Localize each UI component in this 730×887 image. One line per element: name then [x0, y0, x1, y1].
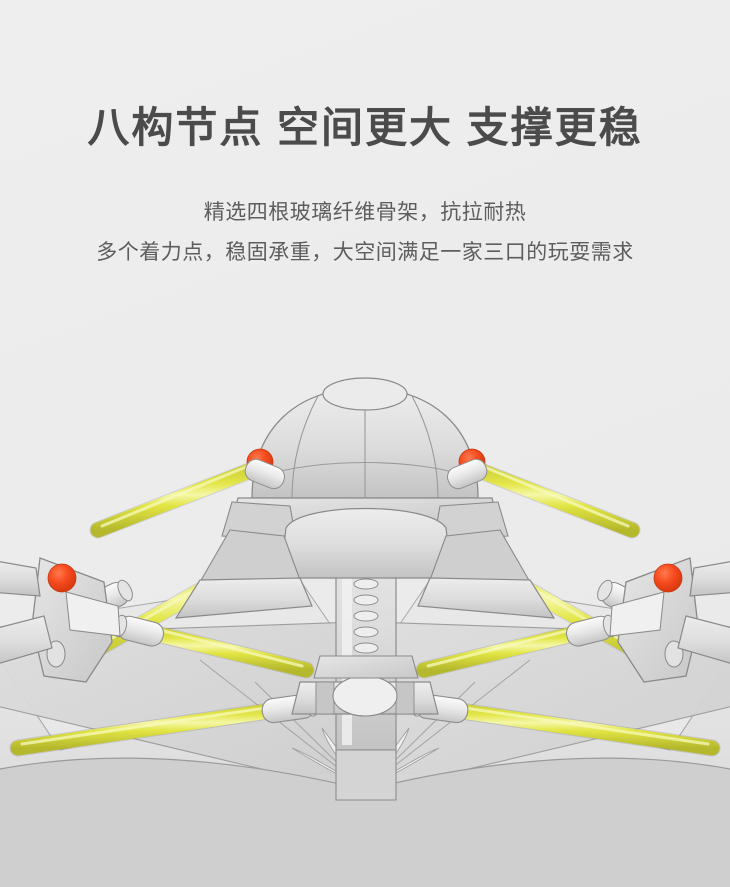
pole-upper-right-inner: [459, 457, 641, 539]
dome-rib-right: [411, 395, 439, 499]
dome-rib-left: [291, 395, 319, 499]
lower-hub-rib-right: [395, 681, 415, 715]
fabric-seam-left-2: [199, 659, 361, 786]
dome-top-cap: [322, 377, 408, 411]
bracket-left-plate: [65, 591, 121, 637]
side-bracket-right: [609, 557, 730, 683]
lower-hub: [291, 655, 439, 717]
dome-wing-right: [429, 529, 531, 583]
dome-saddle: [279, 507, 453, 579]
column-foot: [335, 749, 397, 801]
page-title: 八构节点 空间更大 支撑更稳: [87, 104, 643, 151]
tent-frame-svg: [0, 377, 730, 887]
bracket-right-plate: [609, 591, 665, 637]
bracket-left-arm-lower: [0, 615, 53, 664]
column-foot-body: [335, 749, 397, 801]
dome-ring-line: [261, 462, 469, 477]
side-bracket-left: [0, 557, 121, 683]
fabric-seam-right-2: [369, 659, 531, 786]
sleeve-dome-left: [244, 458, 285, 490]
bracket-right-arm-lower: [677, 615, 730, 664]
tent-frame-illustration: [0, 330, 730, 887]
subtitle-block: 精选四根玻璃纤维骨架，抗拉耐热 多个着力点，稳固承重，大空间满足一家三口的玩耍需…: [0, 193, 730, 273]
bracket-right-arm-upper: [689, 561, 730, 597]
subtitle-line-1: 精选四根玻璃纤维骨架，抗拉耐热: [203, 201, 527, 224]
pole-upper-left-inner: [89, 457, 271, 539]
lower-hub-center-boss: [332, 675, 398, 717]
sleeve-dome-right: [447, 458, 488, 490]
dome-pole-sleeves: [244, 458, 488, 490]
dome-spreader-right: [417, 577, 556, 619]
bracket-button-left[interactable]: [47, 563, 77, 593]
dome-hub: [174, 377, 556, 619]
bracket-button-right[interactable]: [653, 563, 683, 593]
dome-spreader-left: [174, 577, 313, 619]
subtitle-line-2: 多个着力点，稳固承重，大空间满足一家三口的玩耍需求: [96, 241, 634, 264]
lower-hub-rib-left: [315, 681, 335, 715]
bracket-left-arm-upper: [0, 561, 41, 597]
headline-block: 八构节点 空间更大 支撑更稳: [0, 0, 730, 152]
lower-hub-upper-collar: [313, 655, 419, 679]
dome-wing-left: [199, 529, 301, 583]
